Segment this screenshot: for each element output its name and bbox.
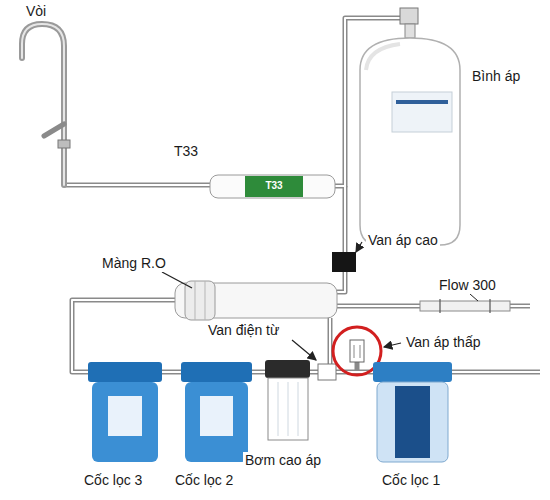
filter-cap: [373, 362, 452, 382]
part-label: Cốc lọc 1: [380, 472, 442, 489]
part-label: Van điện từ: [206, 322, 281, 339]
leader-line: [470, 294, 478, 301]
tube: [160, 370, 183, 375]
part-label: T33: [172, 143, 200, 160]
filter-cap: [181, 362, 252, 382]
filter-sticker: [200, 396, 233, 436]
part-label: Cốc lọc 3: [82, 472, 144, 489]
filter-housing: [92, 382, 158, 462]
tube: [450, 371, 540, 373]
part-label: Flow 300: [437, 277, 498, 294]
flow-restrictor: [420, 301, 510, 311]
tube: [64, 183, 210, 188]
tube: [337, 272, 345, 292]
part-label: Bình áp: [470, 68, 522, 85]
tube: [72, 300, 175, 372]
membrane-ridges: [195, 281, 205, 320]
tube: [343, 186, 348, 252]
pump-body: [268, 378, 308, 440]
tube: [250, 370, 265, 375]
t33-sticker: [245, 176, 303, 197]
filter-sticker: [108, 396, 142, 436]
low-pressure-valve: [350, 340, 364, 362]
sediment-cartridge: [395, 386, 430, 458]
faucet: [22, 24, 64, 185]
tube: [72, 300, 175, 372]
tube: [355, 362, 360, 372]
filter-housing: [185, 382, 248, 462]
solenoid-valve: [318, 364, 336, 380]
flow-marks: [440, 299, 490, 313]
part-label: Bơm cao áp: [243, 452, 323, 469]
high-pressure-valve: [332, 252, 356, 272]
tube: [250, 371, 265, 373]
part-label: Màng R.O: [100, 255, 168, 272]
part-label: Cốc lọc 2: [173, 472, 235, 489]
tank-sticker: [392, 92, 452, 132]
leader-arrow: [384, 343, 401, 347]
tubing-outline: [64, 18, 540, 372]
faucet-handle: [44, 124, 64, 136]
valve-detail: [354, 345, 360, 358]
tube: [160, 371, 183, 373]
leader-arrow: [356, 242, 362, 252]
tube: [344, 186, 346, 252]
tank-shine: [366, 44, 400, 70]
pump-stripes: [278, 382, 298, 436]
part-label: Van áp thấp: [404, 334, 482, 351]
pump-head: [265, 360, 310, 378]
clear-housing: [377, 382, 448, 462]
tube: [337, 272, 345, 292]
tank-valve: [400, 8, 418, 24]
filter-cap: [88, 362, 162, 382]
part-label: Van áp cao: [366, 232, 440, 249]
faucet-base: [58, 140, 70, 148]
tank-neck: [405, 24, 415, 38]
cartridge-print: T33: [264, 180, 283, 192]
part-label: Vòi: [24, 3, 48, 20]
leader-arrow: [292, 340, 316, 360]
leader-line: [162, 272, 192, 288]
tank-sticker-band: [396, 100, 448, 104]
tube: [64, 184, 210, 186]
tubing-inner: [64, 18, 540, 372]
pressure-tank: [360, 38, 460, 245]
t33-cartridge: [210, 175, 335, 198]
tube: [450, 370, 540, 375]
faucet-highlight: [22, 24, 64, 185]
